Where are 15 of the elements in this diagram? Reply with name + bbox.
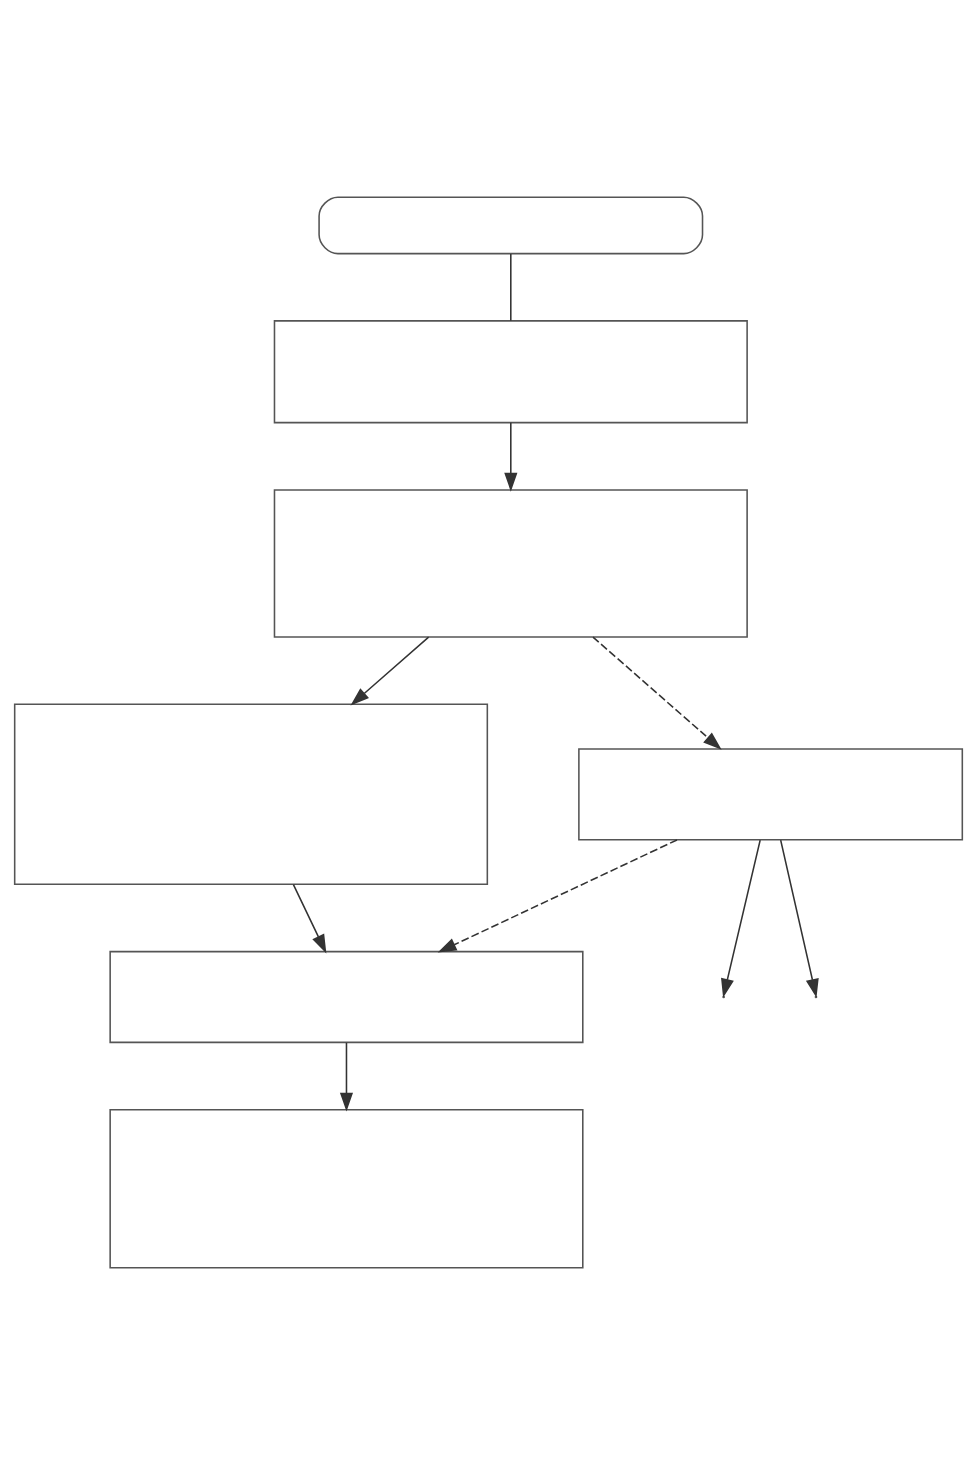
arrow [504, 421, 518, 492]
node-box [318, 195, 704, 254]
arrow [350, 635, 430, 706]
arrow [592, 635, 722, 750]
arrow [437, 838, 678, 952]
node-box [109, 1108, 584, 1269]
arrow [721, 838, 761, 998]
node-box [109, 950, 584, 1043]
connector [510, 252, 512, 322]
node-box [273, 319, 748, 423]
arrow [339, 1041, 354, 1112]
node-box [13, 703, 489, 885]
node-box [578, 747, 964, 840]
node-box [273, 488, 748, 638]
arrow [292, 883, 327, 953]
